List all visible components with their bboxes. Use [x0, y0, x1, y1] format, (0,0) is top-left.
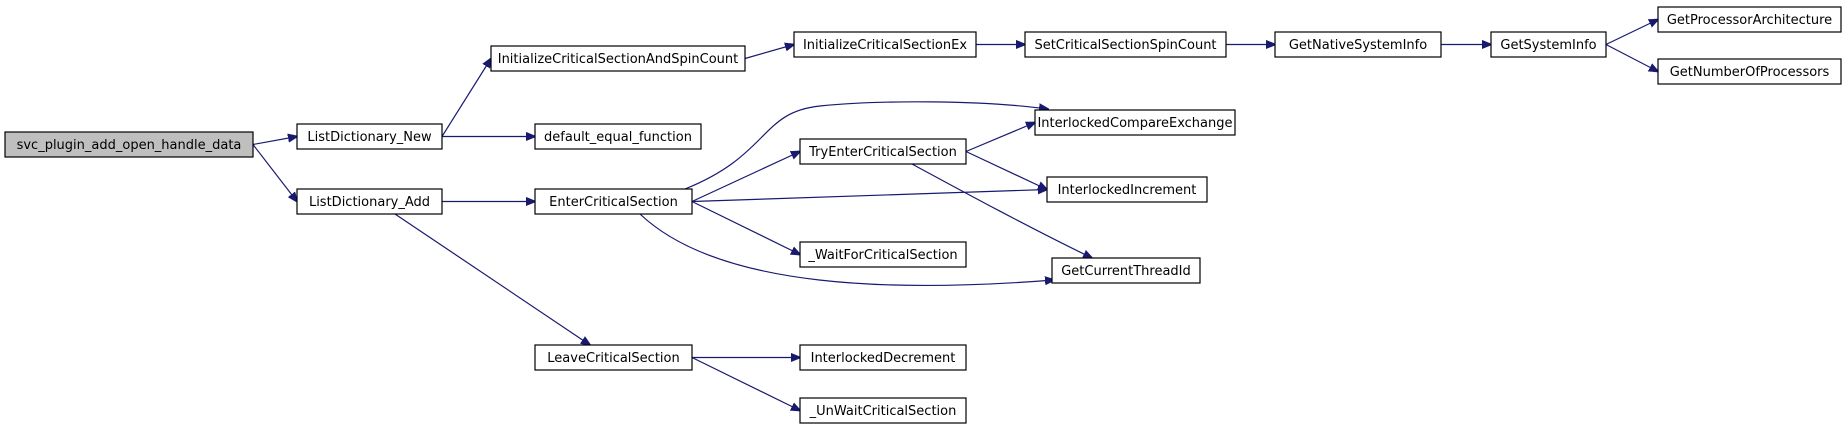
- node-box: [1490, 31, 1607, 58]
- node-gnsi[interactable]: GetNativeSystemInfo: [1274, 31, 1442, 58]
- node-iinc[interactable]: InterlockedIncrement: [1046, 176, 1208, 203]
- node-gcti[interactable]: GetCurrentThreadId: [1051, 257, 1201, 284]
- node-label: InterlockedIncrement: [1058, 183, 1197, 198]
- node-box: [296, 123, 443, 150]
- node-box: [1024, 31, 1227, 58]
- node-box: [534, 188, 693, 215]
- node-box: [799, 138, 967, 165]
- node-scssc[interactable]: SetCriticalSectionSpinCount: [1024, 31, 1227, 58]
- edges-layer: [252, 20, 1658, 411]
- nodes-layer: svc_plugin_add_open_handle_dataListDicti…: [4, 6, 1842, 424]
- node-label: GetProcessorArchitecture: [1667, 13, 1832, 28]
- edge-tecs-to-gcti: [911, 163, 1092, 258]
- node-defeq[interactable]: default_equal_function: [534, 123, 702, 150]
- node-label: svc_plugin_add_open_handle_data: [17, 138, 242, 153]
- node-box: [799, 344, 967, 371]
- node-tecs[interactable]: TryEnterCriticalSection: [799, 138, 967, 165]
- node-label: InitializeCriticalSectionEx: [803, 38, 967, 53]
- edge-ldnew-to-icsasc: [441, 59, 491, 137]
- node-label: GetSystemInfo: [1500, 38, 1596, 53]
- node-box: [1051, 257, 1201, 284]
- node-label: TryEnterCriticalSection: [808, 145, 957, 160]
- node-box: [1657, 58, 1842, 85]
- node-label: _UnWaitCriticalSection: [809, 404, 957, 419]
- edge-tecs-to-ice: [965, 123, 1035, 153]
- node-label: InterlockedDecrement: [811, 351, 956, 366]
- node-label: LeaveCriticalSection: [547, 351, 679, 366]
- node-gsi[interactable]: GetSystemInfo: [1490, 31, 1607, 58]
- node-label: default_equal_function: [544, 130, 692, 145]
- edge-ecs-to-iinc: [691, 190, 1047, 203]
- node-idec[interactable]: InterlockedDecrement: [799, 344, 967, 371]
- node-icsex[interactable]: InitializeCriticalSectionEx: [793, 31, 977, 58]
- edge-tecs-to-iinc: [965, 150, 1047, 190]
- node-gpa[interactable]: GetProcessorArchitecture: [1657, 6, 1842, 33]
- node-box: [799, 241, 967, 268]
- node-box: [799, 397, 967, 424]
- node-label: ListDictionary_New: [307, 130, 432, 145]
- edge-gsi-to-gnop: [1605, 43, 1658, 72]
- edge-lcs-to-uwcs: [691, 356, 800, 411]
- edge-ecs-to-ice: [684, 101, 1048, 190]
- edge-gsi-to-gpa: [1605, 20, 1658, 46]
- node-gnop[interactable]: GetNumberOfProcessors: [1657, 58, 1842, 85]
- node-label: GetNativeSystemInfo: [1289, 38, 1427, 53]
- node-box: [534, 123, 702, 150]
- edge-ecs-to-wfcs: [691, 200, 800, 255]
- node-box: [490, 45, 746, 72]
- node-svc[interactable]: svc_plugin_add_open_handle_data: [4, 131, 254, 158]
- node-uwcs[interactable]: _UnWaitCriticalSection: [799, 397, 967, 424]
- edge-ecs-to-tecs: [691, 152, 800, 203]
- node-box: [1657, 6, 1842, 33]
- node-box: [1046, 176, 1208, 203]
- edge-ecs-to-gcti: [639, 213, 1054, 287]
- node-label: GetCurrentThreadId: [1061, 264, 1191, 279]
- node-label: InitializeCriticalSectionAndSpinCount: [498, 52, 739, 67]
- node-box: [534, 344, 693, 371]
- edge-ldadd-to-lcs: [394, 213, 590, 345]
- node-label: GetNumberOfProcessors: [1670, 65, 1830, 80]
- node-label: InterlockedCompareExchange: [1037, 116, 1232, 131]
- node-ice[interactable]: InterlockedCompareExchange: [1034, 109, 1236, 136]
- node-box: [1034, 109, 1236, 136]
- node-ecs[interactable]: EnterCriticalSection: [534, 188, 693, 215]
- node-wfcs[interactable]: _WaitForCriticalSection: [799, 241, 967, 268]
- node-ldadd[interactable]: ListDictionary_Add: [296, 188, 443, 215]
- node-ldnew[interactable]: ListDictionary_New: [296, 123, 443, 150]
- node-box: [4, 131, 254, 158]
- node-box: [1274, 31, 1442, 58]
- edge-icsasc-to-icsex: [744, 45, 794, 60]
- node-label: _WaitForCriticalSection: [807, 248, 957, 263]
- node-label: SetCriticalSectionSpinCount: [1034, 38, 1216, 53]
- node-lcs[interactable]: LeaveCriticalSection: [534, 344, 693, 371]
- node-box: [296, 188, 443, 215]
- edge-svc-to-ldadd: [252, 144, 297, 202]
- node-icsasc[interactable]: InitializeCriticalSectionAndSpinCount: [490, 45, 746, 72]
- node-label: ListDictionary_Add: [309, 195, 430, 210]
- node-label: EnterCriticalSection: [549, 195, 678, 210]
- edge-svc-to-ldnew: [252, 137, 297, 146]
- node-box: [793, 31, 977, 58]
